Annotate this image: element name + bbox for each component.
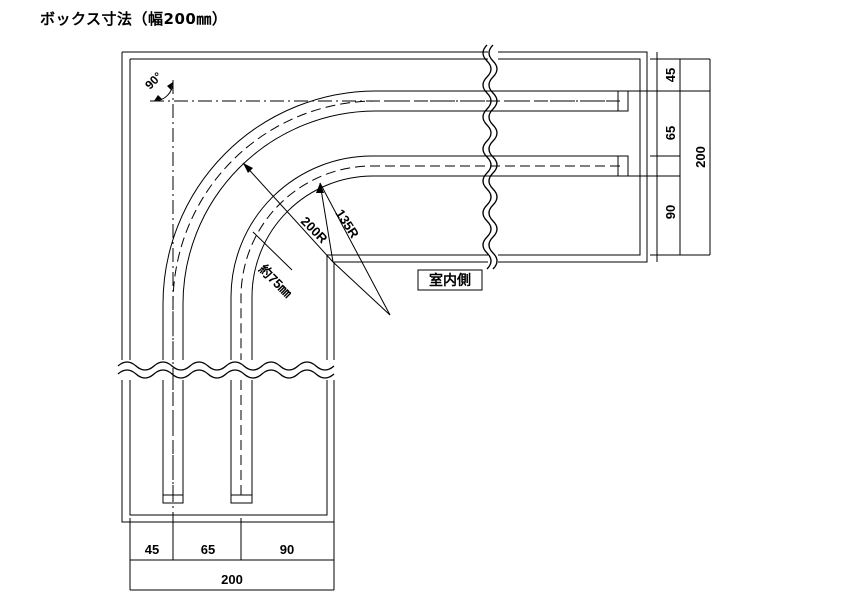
dim-bottom-200: 200 — [221, 572, 243, 587]
dimension-right — [628, 52, 711, 262]
break-line-horizontal — [117, 361, 335, 379]
indoor-label: 室内側 — [429, 272, 471, 288]
angle-label: 90° — [142, 69, 165, 92]
angle-arc — [153, 81, 174, 102]
dimension-bottom — [129, 518, 335, 591]
box-frame — [121, 51, 648, 523]
dim-right-90: 90 — [663, 205, 678, 219]
dim-right-200: 200 — [693, 146, 708, 168]
dim-bottom-65: 65 — [201, 542, 215, 557]
pipe-inner — [230, 155, 629, 504]
dim-right-65: 65 — [663, 126, 678, 140]
indoor-label-box: 室内側 — [417, 269, 483, 291]
dim-bottom-90: 90 — [280, 542, 294, 557]
break-line-vertical — [482, 44, 498, 270]
dim-bottom-45: 45 — [145, 542, 159, 557]
pipe-outer — [162, 90, 629, 504]
radius-leaders — [242, 162, 391, 316]
arrow-heads — [154, 82, 324, 193]
page-title: ボックス寸法（幅200㎜） — [40, 10, 228, 28]
outer-radius-label: 135R — [332, 206, 362, 241]
angle-reference-lines — [150, 80, 620, 520]
dim-right-45: 45 — [663, 68, 678, 82]
